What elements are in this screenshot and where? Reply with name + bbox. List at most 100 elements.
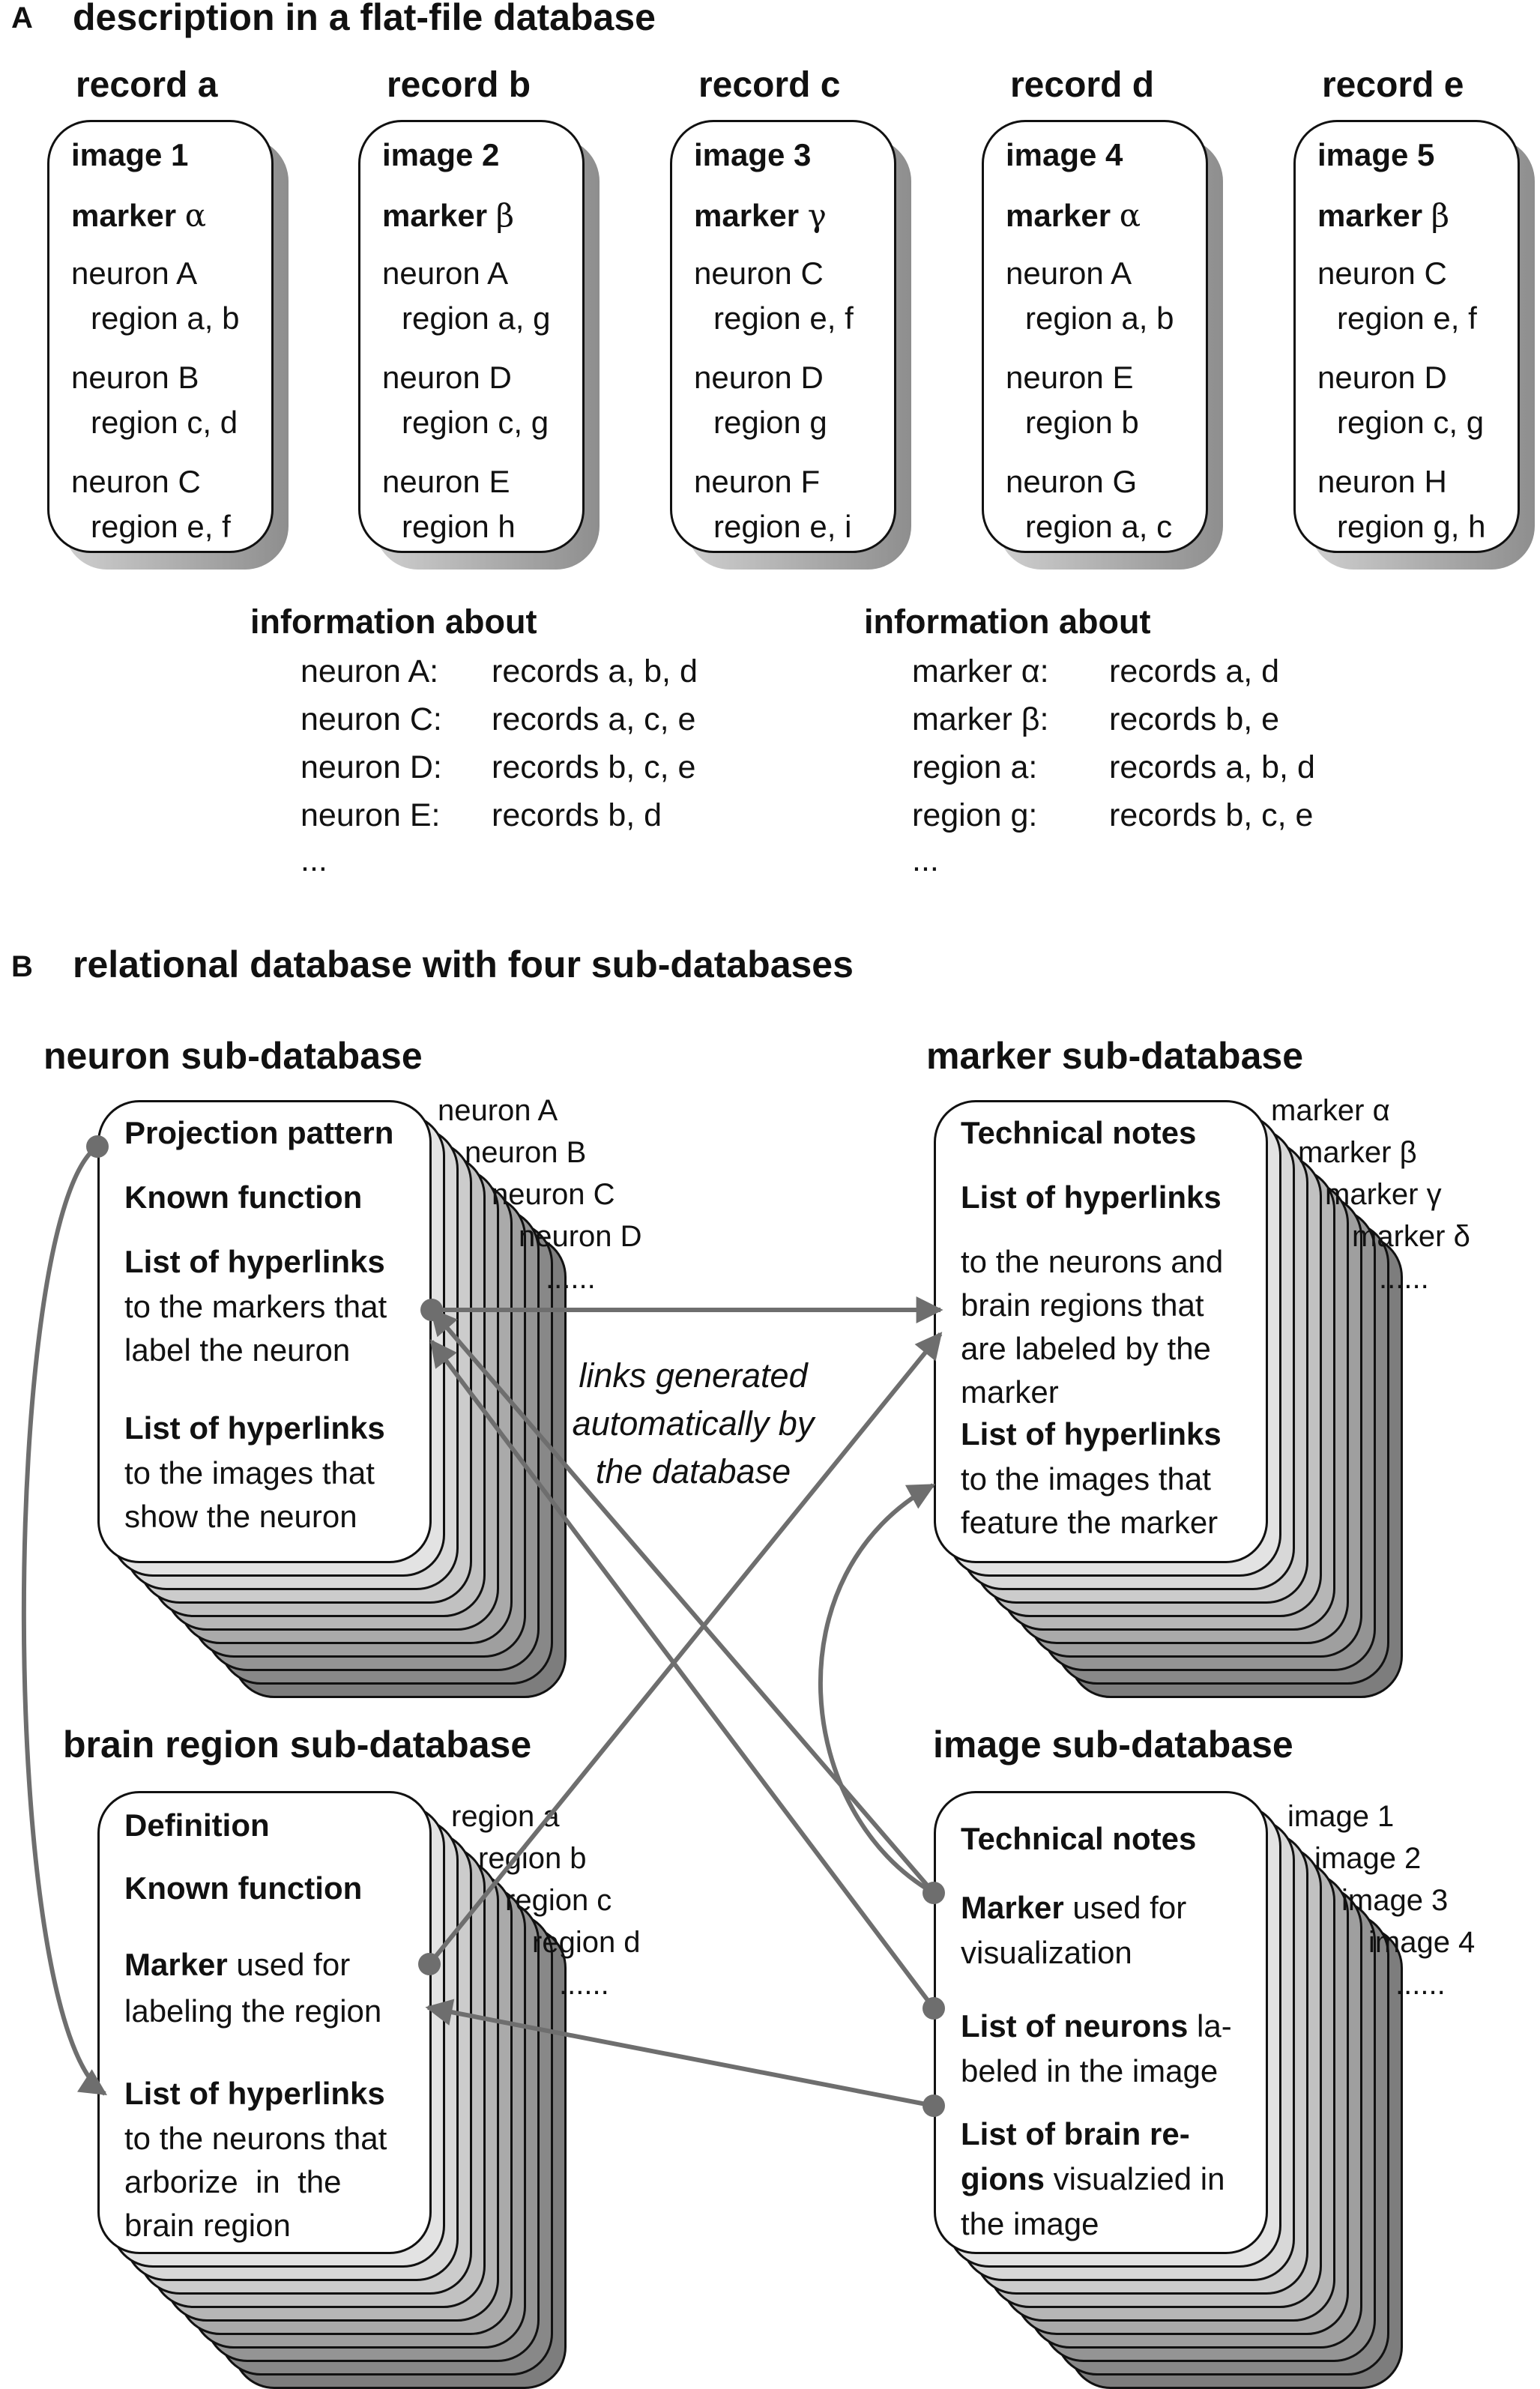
info-right-value-4: records b, c, e	[1109, 797, 1314, 833]
record-region: region c, g	[402, 405, 549, 440]
arrow-image-neurons-to-neurondb	[429, 1339, 936, 2010]
card-field-line: brain region	[124, 2208, 291, 2244]
stack-item-label: neuron B	[465, 1136, 587, 1169]
record-neuron: neuron C	[1317, 256, 1447, 291]
record-neuron: neuron E	[382, 464, 510, 499]
record-title: record c	[698, 65, 841, 105]
record-region: region a, b	[91, 300, 240, 336]
card-field-line: Technical notes	[961, 1115, 1196, 1151]
card-field-bold: Known function	[124, 1870, 363, 1906]
link-dot-neuron-projection	[86, 1135, 109, 1158]
auto-links-note-line-3: the database	[595, 1452, 791, 1491]
card-field-text: brain regions that	[961, 1287, 1204, 1323]
card-field-line: Technical notes	[961, 1821, 1196, 1857]
card-field-line: are labeled by the	[961, 1331, 1211, 1367]
card-field-bold: List of hyperlinks	[124, 1244, 385, 1279]
arrow-image-marker-to-markerdb	[818, 1483, 936, 1895]
card-field-text: to the neurons that	[124, 2121, 387, 2156]
card-field-line: Known function	[124, 1870, 362, 1906]
stack-item-label: image 2	[1314, 1842, 1422, 1875]
card-field-text: to the images that	[961, 1461, 1211, 1496]
card-field-bold: List of hyperlinks	[124, 2076, 385, 2111]
stack-item-label: region d	[532, 1926, 641, 1959]
info-left-label-1: neuron A:	[301, 653, 439, 689]
info-left-value-2: records a, c, e	[492, 701, 696, 737]
record-neuron: neuron C	[694, 256, 824, 291]
card-field-bold: Technical notes	[961, 1821, 1197, 1856]
record-region: region a, b	[1025, 300, 1174, 336]
card-field-line: labeling the region	[124, 1993, 381, 2029]
card-field-line: to the images that	[961, 1461, 1211, 1497]
info-right-heading: information about	[864, 602, 1151, 641]
record-title: record e	[1322, 65, 1464, 105]
panel-a-title: description in a flat-file database	[73, 0, 656, 38]
stack-item-label: ......	[1395, 1968, 1446, 2001]
record-marker-line: marker β	[382, 197, 514, 234]
image-db-front-card	[934, 1791, 1268, 2254]
card-field-line: visualization	[961, 1935, 1132, 1971]
info-left-label-2: neuron C:	[301, 701, 442, 737]
arrow-neuron-loop-to-regiondb	[21, 1144, 108, 2096]
link-dot-image-regions	[923, 2094, 945, 2117]
card-field-line: to the neurons that	[124, 2121, 387, 2157]
record-marker-line: marker γ	[694, 197, 827, 234]
auto-links-note-line-2: automatically by	[572, 1404, 815, 1443]
card-field-line: beled in the image	[961, 2053, 1218, 2089]
card-field-line: List of hyperlinks	[124, 1244, 385, 1280]
card-field-bold: List of hyperlinks	[124, 1410, 385, 1446]
stack-item-label: ......	[559, 1968, 609, 2001]
stack-item-label: ......	[1379, 1262, 1429, 1295]
card-field-line: List of brain re-	[961, 2116, 1190, 2152]
card-field-line: Definition	[124, 1807, 270, 1843]
record-neuron: neuron C	[71, 464, 201, 499]
record-neuron: neuron D	[1317, 360, 1447, 395]
link-dot-image-neurons	[923, 1997, 945, 2020]
record-marker-symbol: γ	[807, 197, 827, 234]
card-field-line: List of hyperlinks	[124, 1410, 385, 1446]
link-dot-region-marker	[418, 1953, 441, 1975]
record-neuron: neuron G	[1006, 464, 1138, 499]
card-field-line: the image	[961, 2206, 1099, 2242]
card-field-line: Known function	[124, 1180, 362, 1215]
record-region: region g	[713, 405, 827, 440]
record-neuron: neuron A	[1006, 256, 1132, 291]
record-neuron: neuron H	[1317, 464, 1447, 499]
card-field-text: the image	[961, 2206, 1099, 2241]
arrow-region-to-marker	[427, 1332, 943, 1966]
record-marker-line: marker β	[1317, 197, 1449, 234]
record-region: region b	[1025, 405, 1139, 440]
record-region: region e, f	[713, 300, 854, 336]
card-field-line: List of hyperlinks	[124, 2076, 385, 2112]
panel-a-letter: A	[11, 1, 33, 34]
record-marker-line: marker α	[71, 197, 206, 234]
arrow-image-marker-to-neurondb	[429, 1308, 936, 1894]
record-marker-word: marker	[1006, 198, 1111, 233]
card-field-bold: List of brain re-	[961, 2116, 1190, 2151]
auto-links-note-line-1: links generated	[579, 1356, 808, 1395]
card-field-text: to the neurons and	[961, 1244, 1224, 1279]
card-field-text: used for	[227, 1947, 351, 1982]
card-field-line: List of hyperlinks	[961, 1180, 1222, 1215]
record-region: region c, g	[1337, 405, 1485, 440]
record-region: region a, g	[402, 300, 551, 336]
link-dot-neuron-markers	[420, 1299, 443, 1321]
stack-item-label: neuron A	[438, 1094, 558, 1127]
record-neuron: neuron F	[694, 464, 821, 499]
marker-db-front-card	[934, 1100, 1268, 1563]
record-region: region e, i	[713, 509, 852, 544]
card-field-text: visualzied in	[1045, 2161, 1225, 2196]
neuron-db-front-card	[97, 1100, 432, 1563]
card-field-bold: Marker	[961, 1890, 1064, 1925]
record-region: region c, d	[91, 405, 238, 440]
stack-item-label: image 4	[1368, 1926, 1476, 1959]
stack-item-label: marker β	[1298, 1136, 1417, 1169]
record-region: region g, h	[1337, 509, 1486, 544]
info-right-ellipsis: ...	[912, 842, 939, 878]
panel-b-letter: B	[11, 950, 33, 983]
stack-item-label: ......	[546, 1262, 596, 1295]
card-field-text: marker	[961, 1374, 1059, 1410]
record-image-label: image 2	[382, 137, 500, 172]
card-field-text: used for	[1063, 1890, 1187, 1925]
card-field-line: arborize in the	[124, 2164, 342, 2200]
